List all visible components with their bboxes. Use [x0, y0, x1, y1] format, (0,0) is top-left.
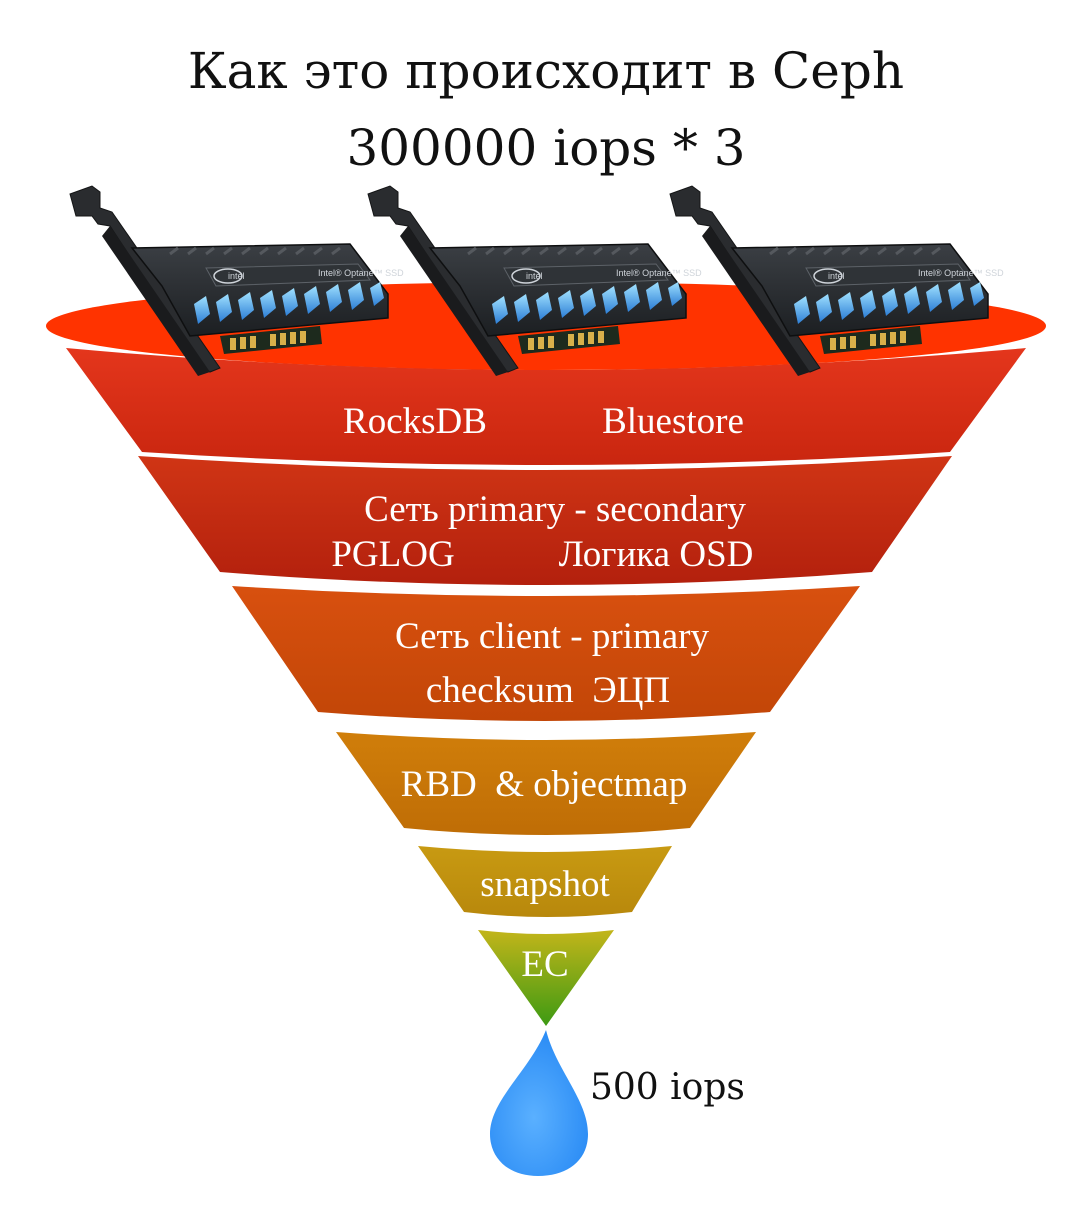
label-rocksdb: RocksDB	[343, 401, 487, 442]
funnel-layer-osd	[138, 456, 952, 585]
label-osd-logic: Логика OSD	[559, 534, 754, 575]
funnel-layer-snapshot	[418, 846, 672, 917]
ssd-brand-1: intel	[228, 271, 245, 281]
label-bluestore: Bluestore	[602, 401, 744, 442]
label-checksum: checksum ЭЦП	[426, 670, 670, 711]
label-net-primary-secondary: Сеть primary - secondary	[364, 489, 746, 530]
title-line-2: 300000 iops * 3	[346, 119, 745, 177]
ssd-model-1: Intel® Optane™ SSD	[318, 268, 404, 278]
label-snapshot: snapshot	[480, 864, 610, 905]
funnel-layer-rbd	[336, 732, 756, 835]
label-pglog: PGLOG	[331, 534, 454, 575]
output-label: 500 iops	[590, 1067, 745, 1108]
ssd-brand-2: intel	[526, 271, 543, 281]
funnel-layer-storage	[66, 348, 1026, 465]
ssd-brand-3: intel	[828, 271, 845, 281]
label-rbd: RBD & objectmap	[401, 764, 688, 805]
label-net-client-primary: Сеть client - primary	[395, 616, 709, 657]
funnel-layer-client	[232, 586, 860, 721]
ssd-model-2: Intel® Optane™ SSD	[616, 268, 702, 278]
title-line-1: Как это происходит в Ceph	[188, 42, 904, 100]
label-ec: EC	[521, 944, 568, 985]
funnel-layer-ec	[478, 930, 614, 1026]
ssd-model-3: Intel® Optane™ SSD	[918, 268, 1004, 278]
water-drop-icon	[490, 1030, 588, 1176]
